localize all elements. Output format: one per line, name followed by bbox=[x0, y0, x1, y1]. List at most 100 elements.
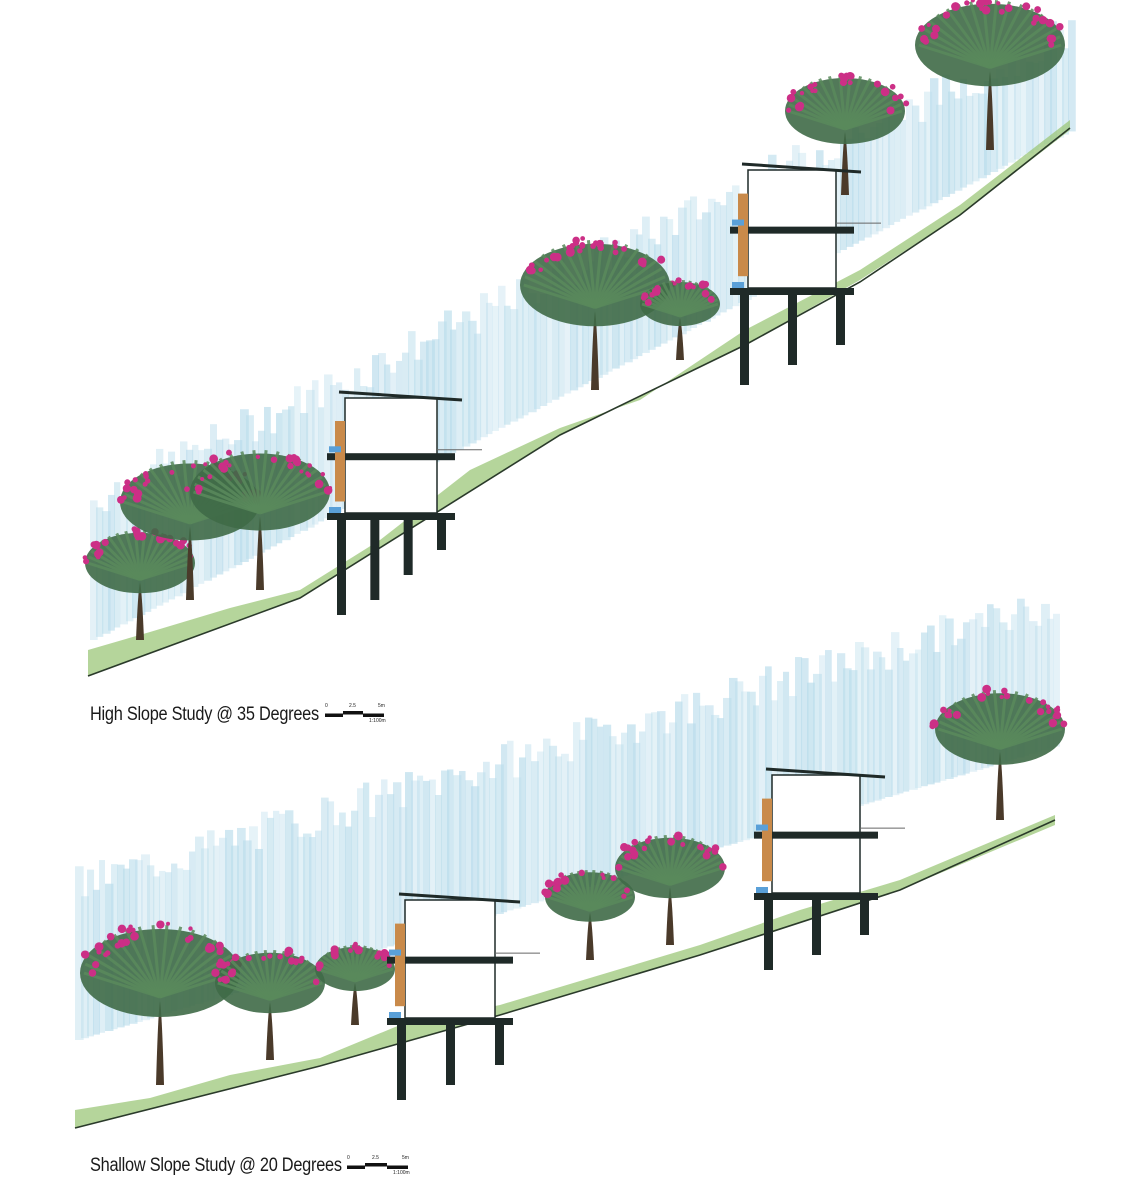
house-timber-cladding bbox=[738, 193, 748, 277]
tree-blossom bbox=[209, 454, 219, 464]
tree bbox=[915, 0, 1065, 150]
tree-blossom bbox=[644, 299, 652, 307]
tree-frond bbox=[138, 530, 156, 580]
tree-blossom bbox=[932, 24, 940, 33]
house-pool bbox=[732, 282, 744, 288]
sky-streak bbox=[801, 658, 809, 823]
tree-blossom bbox=[1060, 720, 1068, 728]
sky-streak bbox=[75, 866, 84, 1040]
sky-streak bbox=[513, 777, 522, 909]
tree-blossom bbox=[331, 951, 339, 960]
tree-blossom bbox=[1032, 14, 1040, 22]
sky-streak bbox=[1014, 75, 1021, 160]
tree-blossom bbox=[320, 472, 326, 477]
tree bbox=[929, 684, 1068, 820]
sky-streak bbox=[537, 751, 544, 902]
sky-streak bbox=[855, 642, 864, 806]
tree-frond bbox=[998, 693, 1029, 750]
tree-frond bbox=[593, 248, 640, 309]
tree-blossom bbox=[354, 945, 363, 955]
tree-blossom bbox=[624, 852, 632, 861]
house-pier bbox=[397, 1025, 406, 1100]
sky-streak bbox=[555, 756, 562, 896]
tree-blossom bbox=[601, 876, 606, 881]
scale-tick-mid: 2.5 bbox=[349, 703, 356, 709]
tree-blossom bbox=[122, 484, 131, 493]
terrain-shallow-slope bbox=[74, 815, 1056, 1129]
tree-blossom bbox=[624, 844, 632, 851]
sky-streak bbox=[693, 692, 701, 855]
tree bbox=[640, 277, 720, 360]
tree-blossom bbox=[1040, 699, 1047, 706]
scale-ratio: 1:100m bbox=[393, 1170, 410, 1176]
house-roof bbox=[741, 162, 862, 174]
tree-trunk bbox=[996, 751, 1004, 820]
sky-streak bbox=[876, 122, 884, 232]
scale-bar-graphic bbox=[347, 1163, 408, 1169]
tree-blossom bbox=[996, 1, 1001, 6]
sky-streak bbox=[489, 778, 497, 916]
sky-streak bbox=[885, 669, 893, 797]
sky-streak bbox=[447, 769, 454, 929]
tree-blossom bbox=[942, 11, 951, 19]
sky-streak bbox=[831, 681, 838, 814]
house-section bbox=[730, 162, 881, 385]
tree-blossom bbox=[231, 953, 240, 962]
slope-line bbox=[74, 819, 1056, 1129]
tree-blossom bbox=[615, 863, 623, 871]
sky-streak bbox=[273, 810, 280, 981]
sky-streak bbox=[429, 779, 436, 934]
tree-blossom bbox=[316, 965, 322, 972]
tree-blossom bbox=[558, 872, 564, 878]
tree-blossom bbox=[631, 850, 639, 858]
tree-frond bbox=[159, 946, 226, 999]
tree-blossom bbox=[187, 934, 194, 942]
sky-streak bbox=[684, 200, 692, 332]
sky-streak bbox=[585, 717, 593, 887]
tree-blossom bbox=[211, 968, 220, 978]
sky-streak bbox=[207, 830, 215, 1001]
sky-streak bbox=[678, 207, 687, 335]
tree-frond bbox=[956, 4, 992, 69]
house-pier bbox=[337, 520, 346, 615]
sky-streak bbox=[345, 826, 352, 959]
sky-streak bbox=[339, 812, 346, 961]
sky-streak bbox=[525, 744, 532, 905]
scale-tick-0: 0 bbox=[325, 703, 328, 709]
house-pool bbox=[329, 446, 341, 453]
tree-blossom bbox=[293, 960, 299, 966]
tree-frond bbox=[818, 78, 847, 130]
house-pier bbox=[446, 1025, 455, 1085]
sky-streak bbox=[363, 782, 370, 954]
sky-streak bbox=[741, 691, 750, 841]
tree-blossom bbox=[610, 875, 617, 882]
sky-streak bbox=[645, 713, 653, 869]
house-pier bbox=[495, 1025, 504, 1065]
sky-streak bbox=[933, 651, 941, 783]
sky-streak bbox=[894, 103, 901, 222]
tree-blossom bbox=[1056, 22, 1064, 31]
tree-blossom bbox=[328, 485, 333, 490]
sky-streak bbox=[921, 632, 928, 787]
sky-streak bbox=[927, 625, 935, 785]
tree-blossom bbox=[287, 462, 294, 470]
tree-blossom bbox=[981, 5, 991, 15]
house-pool bbox=[329, 507, 341, 513]
tree bbox=[184, 449, 333, 590]
house-timber-cladding bbox=[335, 421, 345, 502]
tree bbox=[211, 946, 325, 1060]
sky-streak bbox=[771, 700, 778, 832]
sky-streak bbox=[903, 660, 910, 792]
scale-bar-shallow-slope: 0 2.5 5m 1:100m bbox=[344, 1155, 414, 1176]
sky-streak bbox=[666, 219, 674, 341]
tree-blossom bbox=[951, 2, 960, 11]
tree-blossom bbox=[647, 835, 652, 840]
sky-streak bbox=[912, 105, 920, 213]
tree-blossom bbox=[897, 93, 904, 100]
house-pier bbox=[437, 520, 446, 550]
tree-blossom bbox=[812, 88, 818, 94]
sky-streak bbox=[1047, 618, 1054, 749]
sky-streak bbox=[882, 108, 891, 229]
sky-streak bbox=[720, 205, 727, 313]
tree-trunk bbox=[156, 1001, 164, 1085]
